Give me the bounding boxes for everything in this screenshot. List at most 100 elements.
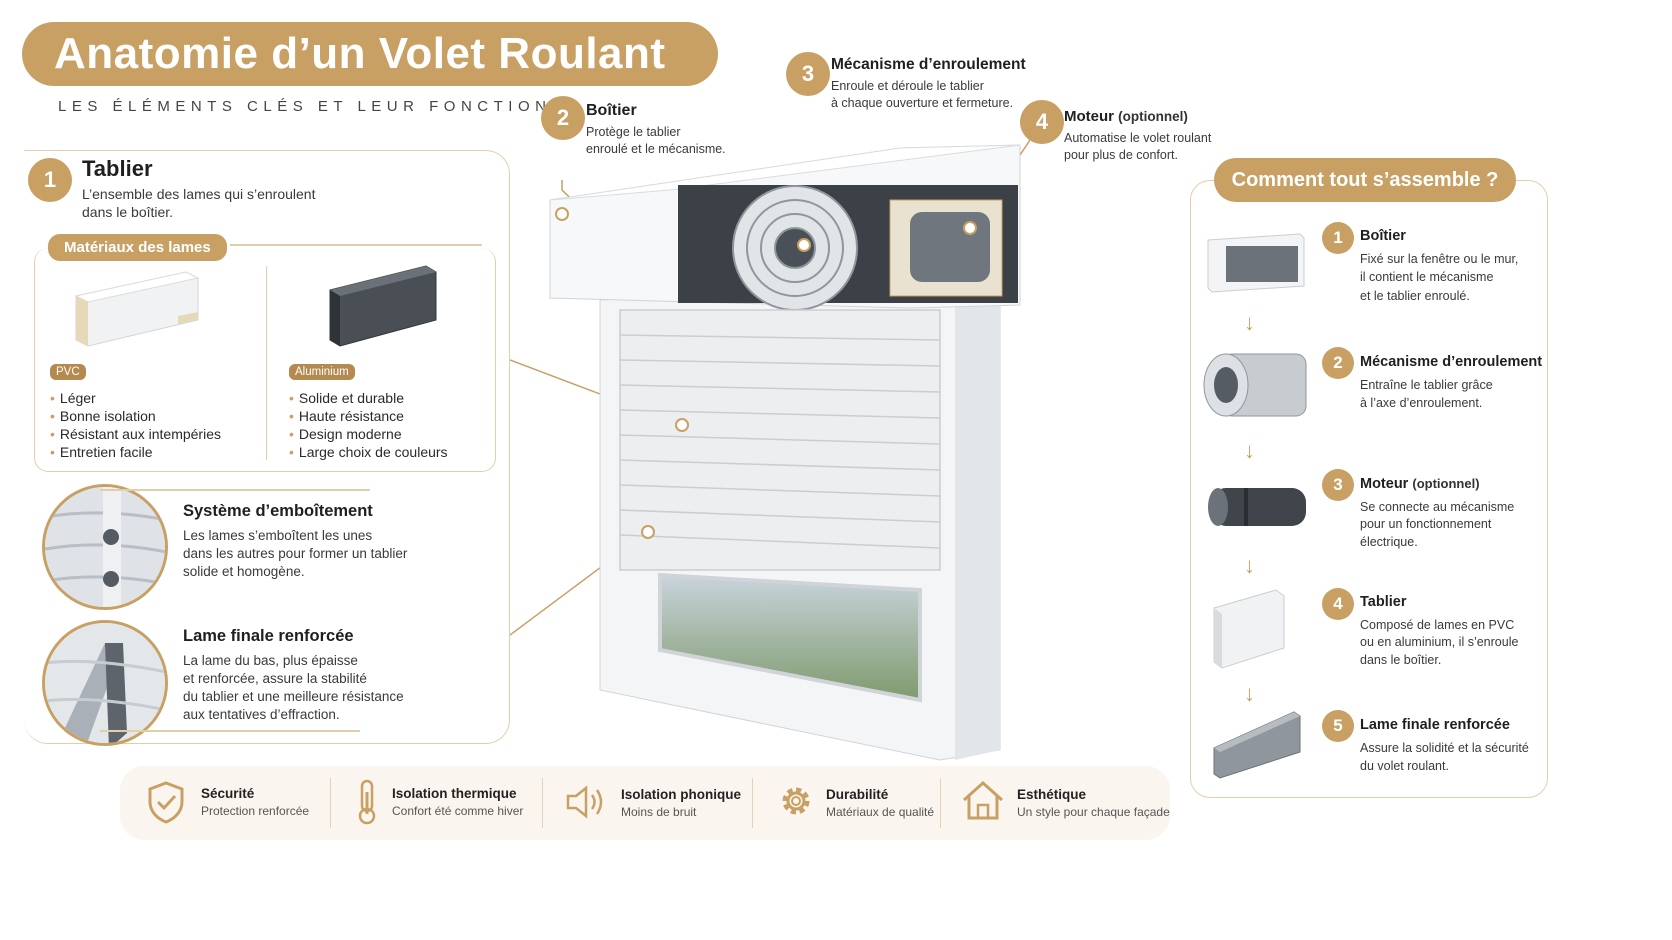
aluminium-bullet: Design moderne (289, 425, 448, 443)
step-3-line: pour un fonctionnement (1360, 517, 1492, 531)
tablier-number-badge: 1 (28, 158, 72, 202)
step-4-line: ou en aluminium, il s’enroule (1360, 635, 1519, 649)
interlocking-rule (100, 489, 370, 491)
materials-box (34, 248, 496, 472)
step-3-line: électrique. (1360, 535, 1418, 549)
moteur-title: Moteur (1064, 108, 1114, 125)
pvc-label: PVC (50, 364, 86, 380)
thermometer-icon (358, 779, 376, 825)
step-2-roll-image (1203, 353, 1307, 417)
step-2-title: Mécanisme d’enroulement (1360, 354, 1543, 370)
feature-security-sub: Protection renforcée (201, 804, 310, 818)
feature-security: Sécurité Protection renforcée (201, 786, 309, 818)
moteur-title-row: Moteur (optionnel) (1064, 108, 1188, 125)
feature-aesthetic-sub: Un style pour chaque façade (1017, 805, 1170, 819)
feature-acoustic-sub: Moins de bruit (621, 805, 697, 819)
step-5-badge: 5 (1322, 710, 1354, 742)
step-1-line: il contient le mécanisme (1360, 270, 1494, 284)
page-title: Anatomie d’un Volet Roulant (54, 29, 666, 78)
pvc-slat-image (74, 271, 200, 347)
feature-durability: Durabilité Matériaux de qualité (826, 787, 934, 819)
step-1-line: Fixé sur la fenêtre ou le mur, (1360, 252, 1519, 266)
step-2-line: à l’axe d’enroulement. (1360, 396, 1483, 410)
boitier-line-1: Protège le tablier (586, 125, 681, 139)
aluminium-bullet: Solide et durable (289, 389, 448, 407)
bottom-slat-line-4: aux tentatives d’effraction. (183, 707, 340, 722)
tablier-text-line-2: dans le boîtier. (82, 204, 174, 220)
feature-durability-title: Durabilité (826, 787, 889, 802)
moteur-line-1: Automatise le volet roulant (1064, 131, 1212, 145)
materials-rule (230, 244, 482, 246)
speaker-icon (566, 785, 603, 819)
moteur-optional: (optionnel) (1118, 109, 1188, 124)
boitier-title: Boîtier (586, 102, 637, 119)
down-arrow-icon: ↓ (1244, 553, 1255, 578)
bottom-slat-title: Lame finale renforcée (183, 627, 354, 645)
bottom-slat-line-1: La lame du bas, plus épaisse (183, 653, 358, 668)
step-5-title: Lame finale renforcée (1360, 717, 1510, 733)
step-4-line: dans le boîtier. (1360, 653, 1442, 667)
bottom-slat-line-2: et renforcée, assure la stabilité (183, 671, 367, 686)
page-subtitle: LES ÉLÉMENTS CLÉS ET LEUR FONCTION (58, 98, 552, 115)
aluminium-slat-image (329, 265, 437, 347)
down-arrow-icon: ↓ (1244, 438, 1255, 463)
feature-thermal-sub: Confort été comme hiver (392, 804, 524, 818)
tablier-title: Tablier (82, 156, 153, 181)
step-3-motor-image (1208, 488, 1306, 526)
step-1-title: Boîtier (1360, 228, 1406, 244)
feature-separator (542, 778, 543, 828)
step-5-line: du volet roulant. (1360, 759, 1449, 773)
materials-divider (266, 266, 267, 460)
moteur-number-badge: 4 (1020, 100, 1064, 144)
interlocking-line-1: Les lames s’emboîtent les unes (183, 528, 373, 543)
mecanisme-title: Mécanisme d’enroulement (831, 56, 1026, 73)
pvc-bullet: Résistant aux intempéries (50, 425, 221, 443)
aluminium-bullet: Large choix de couleurs (289, 443, 448, 461)
step-4-line: Composé de lames en PVC (1360, 618, 1515, 632)
step-5-bottom-slat-image (1213, 711, 1301, 779)
step-3-optional: (optionnel) (1412, 476, 1480, 491)
feature-durability-sub: Matériaux de qualité (826, 805, 935, 819)
interlocking-line-3: solide et homogène. (183, 564, 305, 579)
step-2-badge: 2 (1322, 347, 1354, 379)
interlocking-closeup-image (42, 484, 168, 610)
feature-acoustic-title: Isolation phonique (621, 787, 741, 802)
gear-icon (782, 787, 810, 815)
down-arrow-icon: ↓ (1244, 310, 1255, 335)
feature-separator (752, 778, 753, 828)
pvc-bullet: Entretien facile (50, 443, 221, 461)
boitier-number-badge: 2 (541, 96, 585, 140)
title-banner: Anatomie d’un Volet Roulant (22, 22, 718, 86)
step-3-line: Se connecte au mécanisme (1360, 500, 1515, 514)
feature-thermal-title: Isolation thermique (392, 786, 517, 801)
shield-check-icon (148, 781, 184, 824)
step-1-box-image (1207, 233, 1305, 293)
tablier-text-line-1: L’ensemble des lames qui s’enroulent (82, 186, 316, 202)
feature-aesthetic: Esthétique Un style pour chaque façade (1017, 787, 1170, 819)
feature-security-title: Sécurité (201, 786, 255, 801)
feature-separator (940, 778, 941, 828)
aluminium-bullets: Solide et durable Haute résistance Desig… (289, 389, 448, 461)
step-4-title: Tablier (1360, 594, 1407, 610)
step-2-line: Entraîne le tablier grâce (1360, 378, 1493, 392)
step-1-line: et le tablier enroulé. (1360, 289, 1470, 303)
bottom-slat-line-3: du tablier et une meilleure résistance (183, 689, 404, 704)
feature-aesthetic-title: Esthétique (1017, 787, 1087, 802)
mecanisme-line-1: Enroule et déroule le tablier (831, 79, 984, 93)
assembly-title: Comment tout s’assemble ? (1214, 158, 1516, 202)
feature-acoustic: Isolation phonique Moins de bruit (621, 787, 741, 819)
step-1-badge: 1 (1322, 222, 1354, 254)
mecanisme-line-2: à chaque ouverture et fermeture. (831, 96, 1014, 110)
interlocking-line-2: dans les autres pour former un tablier (183, 546, 408, 561)
roller-shutter-illustration (510, 139, 1030, 761)
feature-separator (330, 778, 331, 828)
interlocking-title: Système d’emboîtement (183, 502, 373, 520)
pvc-bullet: Bonne isolation (50, 407, 221, 425)
step-4-badge: 4 (1322, 588, 1354, 620)
step-4-slat-image (1213, 589, 1285, 669)
bottom-slat-closeup-image (42, 620, 168, 746)
bottom-slat-rule (100, 730, 360, 732)
features-bar (120, 766, 1170, 840)
step-3-title-row: Moteur (optionnel) (1360, 476, 1480, 492)
aluminium-label: Aluminium (289, 364, 355, 380)
